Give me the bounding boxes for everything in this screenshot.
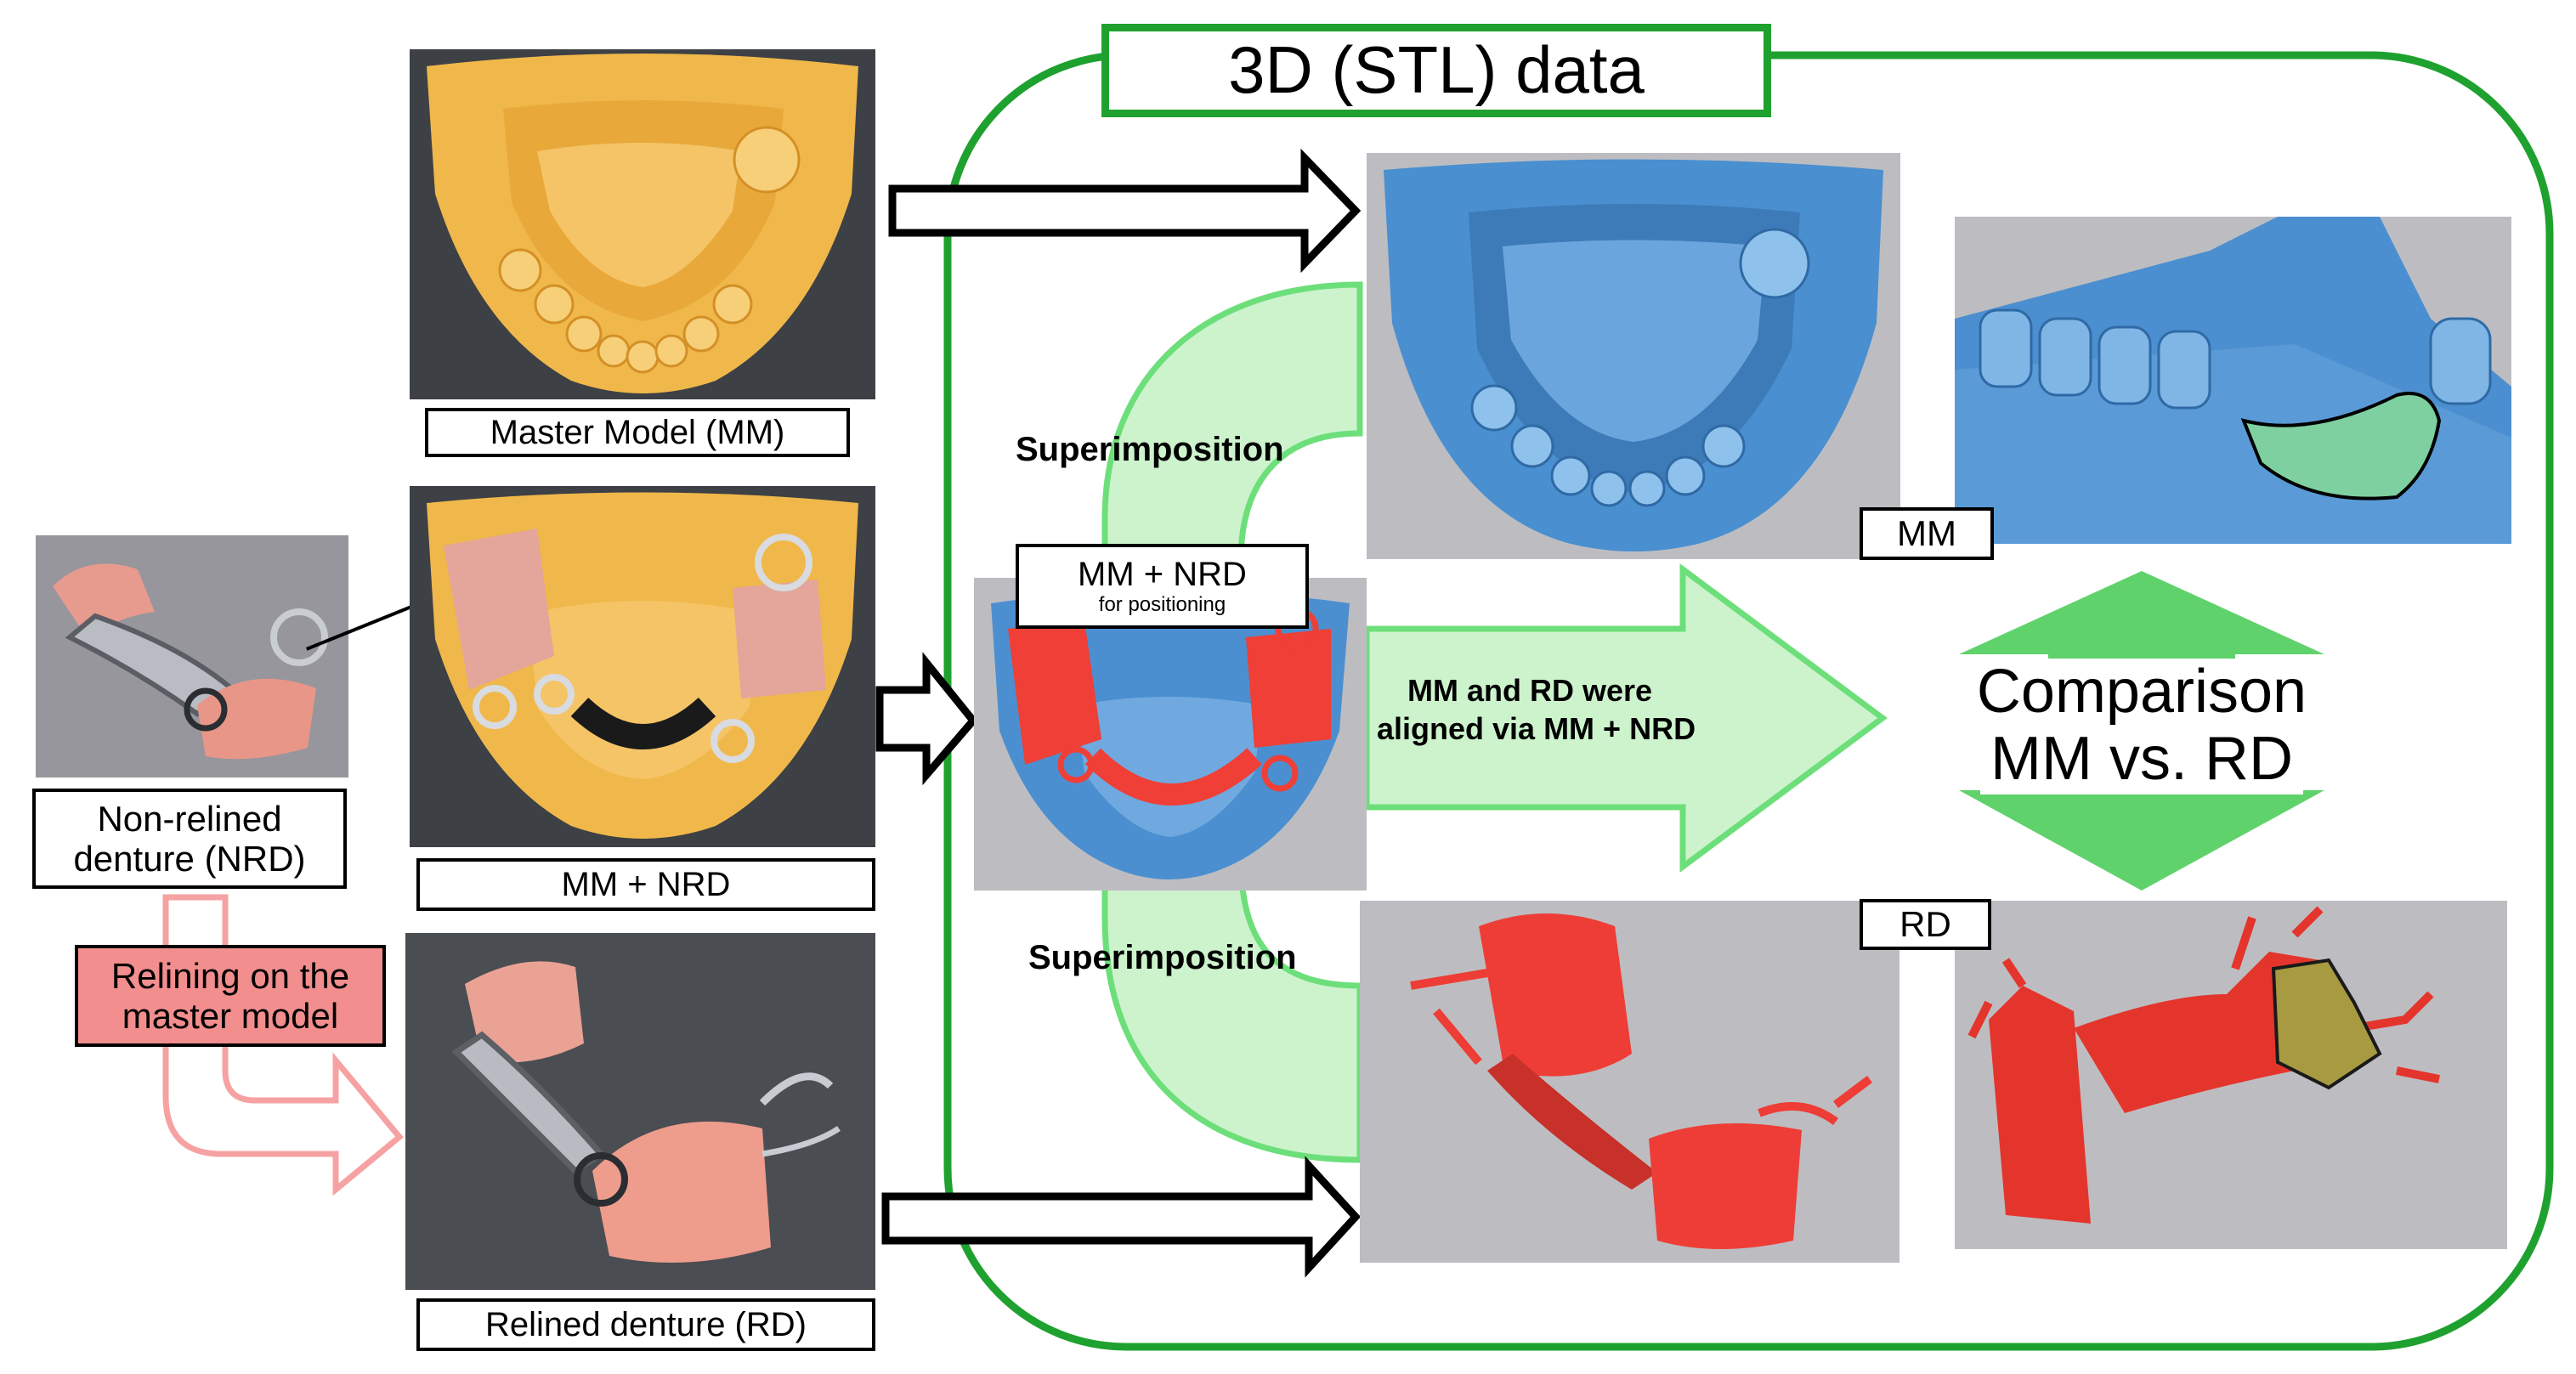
mm-nrd-scan-subtitle: for positioning (1098, 592, 1226, 616)
aligned-text: MM and RD were aligned via MM + NRD (1377, 671, 1696, 748)
stl-data-title: 3D (STL) data (1101, 24, 1771, 117)
relining-label-line2: master model (122, 996, 339, 1036)
aligned-line1: MM and RD were (1407, 673, 1653, 708)
superimposition-bottom-label: Superimposition (1028, 939, 1297, 976)
nrd-photo (36, 535, 348, 777)
mm-zoom-scan (1955, 217, 2511, 544)
mm-nrd-scan-title-main: MM + NRD (1078, 556, 1247, 594)
nrd-label-line1: Non-relined (97, 798, 282, 839)
rd-scan-tag: RD (1860, 899, 1991, 950)
mm-nrd-scan-title: MM + NRD for positioning (1016, 544, 1309, 629)
arrow-mm-to-scan (888, 148, 1362, 274)
comparison-line2: MM vs. RD (1990, 725, 2293, 794)
rd-label: Relined denture (RD) (416, 1298, 875, 1351)
rd-scan (1360, 901, 1899, 1263)
relining-label: Relining on the master model (75, 945, 386, 1047)
rd-photo (405, 933, 875, 1290)
arrow-mm-nrd-to-scan (875, 652, 978, 786)
comparison-line1: Comparison (1976, 658, 2307, 726)
superimposition-top-label: Superimposition (1016, 431, 1284, 468)
mm-nrd-scan (974, 578, 1367, 891)
master-model-photo (410, 49, 875, 399)
aligned-line2: aligned via MM + NRD (1377, 711, 1696, 746)
mm-scan (1367, 153, 1900, 559)
rd-zoom-scan (1955, 901, 2507, 1249)
comparison-text: Comparison MM vs. RD (1972, 658, 2312, 828)
mm-nrd-photo (410, 486, 875, 847)
relining-label-line1: Relining on the (110, 955, 350, 996)
nrd-label: Non-relined denture (NRD) (32, 789, 347, 889)
arrow-rd-to-scan (881, 1156, 1362, 1278)
mm-scan-tag: MM (1860, 507, 1994, 560)
mm-nrd-label: MM + NRD (416, 858, 875, 911)
nrd-label-line2: denture (NRD) (73, 839, 306, 879)
master-model-label: Master Model (MM) (425, 408, 850, 457)
